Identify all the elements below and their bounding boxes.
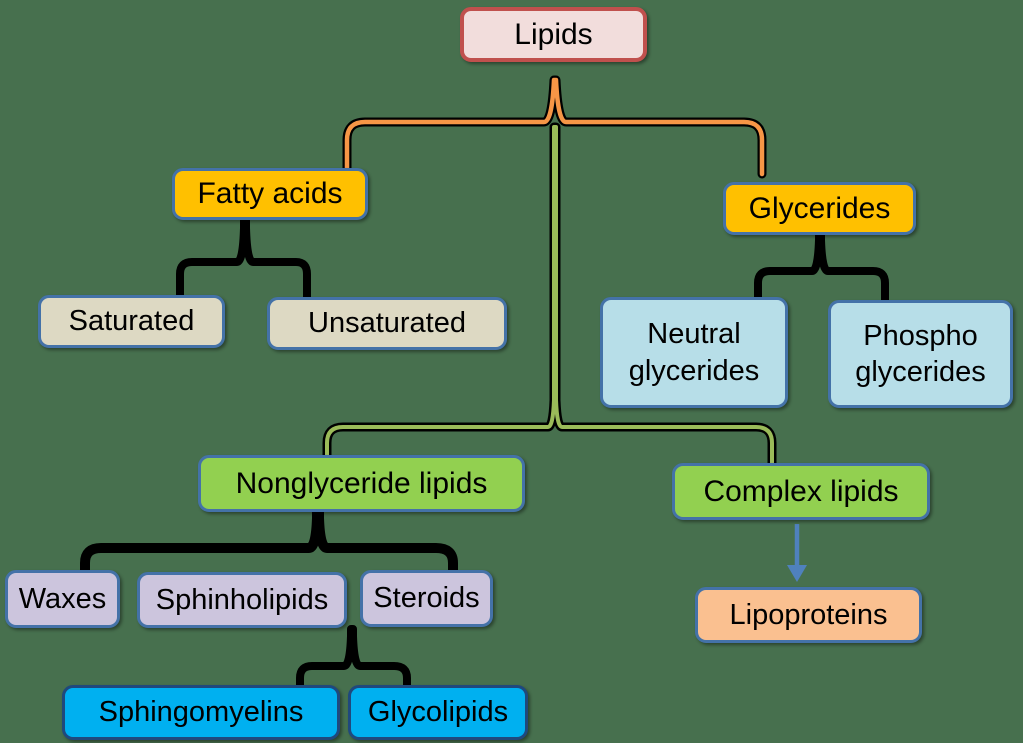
node-nonglyceride-lipids: Nonglyceride lipids [198, 455, 525, 512]
brace-fatty-acids [176, 215, 311, 303]
brace-lipids-orange [344, 77, 765, 177]
node-lipoproteins-label: Lipoproteins [729, 598, 888, 631]
node-neutral-glycerides: Neutral glycerides [600, 297, 788, 408]
node-neutral-glycerides-label: Neutral glycerides [628, 318, 760, 387]
brace-nonglyceride-outline [322, 122, 777, 469]
node-fatty-acids: Fatty acids [172, 168, 368, 220]
node-complex-lipids-label: Complex lipids [703, 474, 899, 508]
node-sphinholipids: Sphinholipids [137, 572, 347, 628]
node-glycerides-label: Glycerides [748, 191, 891, 225]
node-sphingomyelins-label: Sphingomyelins [98, 696, 304, 729]
node-sphingomyelins: Sphingomyelins [62, 685, 340, 740]
node-lipids: Lipids [460, 7, 647, 62]
node-nonglyceride-lipids-label: Nonglyceride lipids [235, 466, 488, 500]
node-unsaturated-label: Unsaturated [308, 307, 466, 340]
node-waxes: Waxes [5, 570, 120, 628]
node-complex-lipids: Complex lipids [672, 463, 930, 520]
brace-nonglyceride-children [80, 507, 458, 577]
node-glycolipids: Glycolipids [348, 685, 528, 740]
brace-nonglyceride-olive [325, 125, 774, 466]
node-glycolipids-label: Glycolipids [367, 696, 509, 729]
node-unsaturated: Unsaturated [267, 297, 507, 350]
brace-sphinholipids [296, 625, 411, 691]
node-sphinholipids-label: Sphinholipids [155, 583, 329, 616]
node-glycerides: Glycerides [723, 182, 916, 235]
brace-glycerides [754, 230, 889, 306]
node-lipids-label: Lipids [514, 17, 593, 51]
brace-lipids-outline [342, 75, 767, 179]
node-steroids-label: Steroids [373, 582, 480, 615]
node-lipoproteins: Lipoproteins [695, 587, 922, 643]
node-phospho-glycerides-label: Phospho glycerides [855, 319, 986, 388]
node-fatty-acids-label: Fatty acids [197, 177, 343, 211]
node-saturated: Saturated [38, 295, 225, 348]
node-phospho-glycerides: Phospho glycerides [828, 300, 1013, 408]
node-steroids: Steroids [360, 570, 493, 627]
node-saturated-label: Saturated [68, 305, 195, 338]
node-waxes-label: Waxes [18, 582, 107, 615]
arrow-head-lipoproteins [787, 565, 807, 582]
